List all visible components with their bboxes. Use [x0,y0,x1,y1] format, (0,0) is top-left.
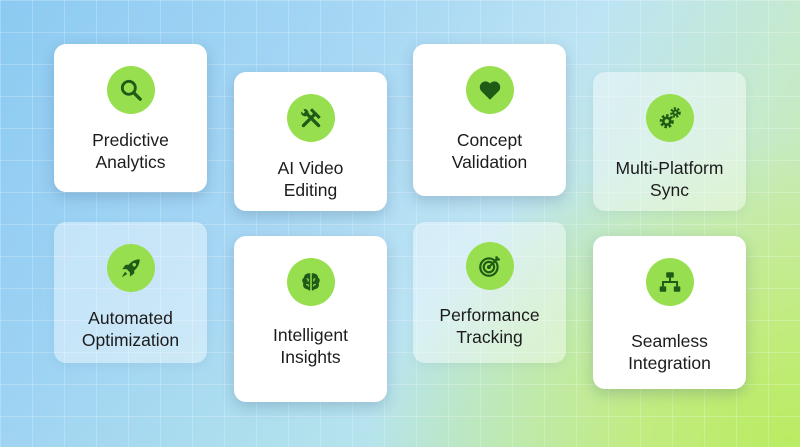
feature-card-multi-platform-sync: Multi-Platform Sync [593,72,746,211]
heart-icon [465,66,514,114]
network-icon [645,258,694,306]
feature-card-performance-tracking: Performance Tracking [413,222,566,363]
gears-icon [645,94,694,142]
target-icon [465,242,514,290]
feature-label: AI Video Editing [277,158,344,200]
feature-label: Automated Optimization [81,308,180,350]
rocket-icon [106,244,155,292]
tools-icon [286,94,335,142]
feature-label: Multi-Platform Sync [615,158,724,200]
feature-card-ai-video-editing: AI Video Editing [234,72,387,211]
brain-icon [286,258,335,306]
search-icon [106,66,155,114]
feature-card-automated-optimization: Automated Optimization [54,222,207,363]
feature-card-predictive-analytics: Predictive Analytics [54,44,207,192]
feature-label: Seamless Integration [628,331,711,373]
feature-label: Intelligent Insights [273,325,348,367]
feature-card-seamless-integration: Seamless Integration [593,236,746,389]
feature-card-concept-validation: Concept Validation [413,44,566,196]
feature-label: Performance Tracking [439,305,540,347]
feature-card-intelligent-insights: Intelligent Insights [234,236,387,402]
feature-label: Predictive Analytics [92,130,169,172]
feature-label: Concept Validation [451,130,528,172]
